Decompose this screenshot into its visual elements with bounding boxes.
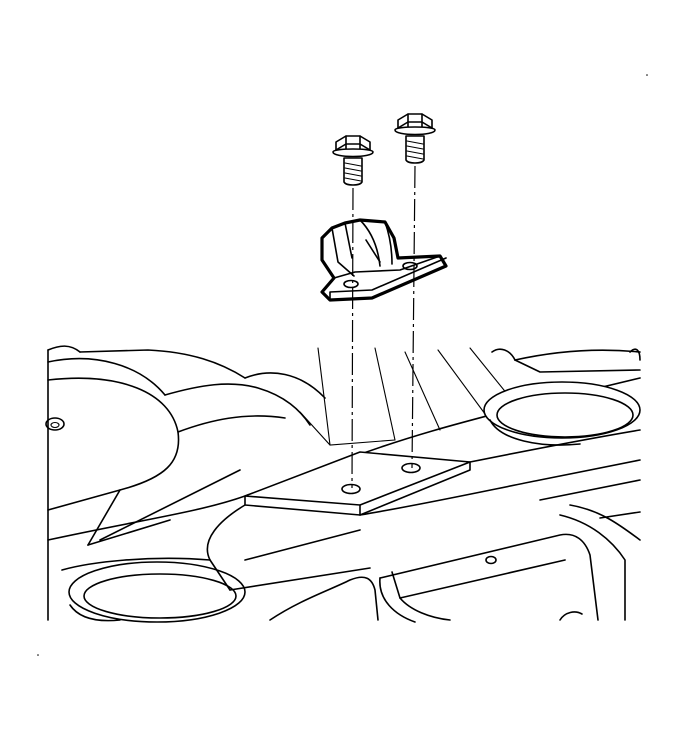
bolt-right (394, 113, 436, 164)
alignment-line-right (411, 165, 416, 469)
mounting-hole-left (341, 483, 361, 495)
floor-panel (45, 345, 641, 623)
mounting-hole-right (401, 462, 421, 474)
bracket (320, 218, 448, 302)
speck (646, 74, 648, 76)
speck (37, 654, 39, 656)
bolt-left (332, 135, 374, 186)
alignment-lines (351, 165, 416, 489)
mounting-holes (341, 462, 421, 495)
alignment-line-left (351, 187, 354, 489)
